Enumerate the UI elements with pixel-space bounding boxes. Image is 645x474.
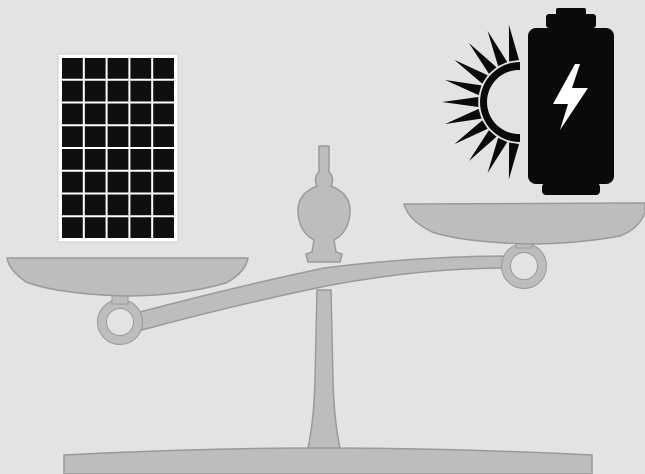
solar-cell — [85, 195, 106, 216]
solar-cell — [108, 81, 129, 102]
scale-right-pan — [404, 203, 645, 244]
solar-cell — [85, 58, 106, 79]
solar-cell — [85, 217, 106, 238]
solar-cell — [153, 81, 174, 102]
solar-cell — [153, 172, 174, 193]
sun-ray — [509, 143, 519, 180]
sun-ray — [445, 80, 481, 95]
solar-cell — [153, 149, 174, 170]
solar-cell — [108, 104, 129, 125]
sun-ray — [488, 31, 508, 66]
solar-cell — [130, 58, 151, 79]
solar-cell — [85, 149, 106, 170]
sun-ray — [509, 25, 519, 62]
solar-cell — [130, 172, 151, 193]
solar-cell — [153, 217, 174, 238]
solar-cell — [85, 104, 106, 125]
solar-cell — [108, 149, 129, 170]
scale-column — [308, 290, 340, 448]
solar-cell — [108, 58, 129, 79]
solar-cell — [62, 104, 83, 125]
sun-ray — [488, 138, 508, 173]
scale-left-ring — [102, 304, 138, 340]
solar-cell — [153, 126, 174, 147]
solar-cell — [62, 126, 83, 147]
solar-cell — [62, 149, 83, 170]
solar-cell — [108, 172, 129, 193]
sun-icon — [442, 25, 520, 179]
scale-left-pan — [7, 258, 248, 296]
solar-cell — [153, 195, 174, 216]
scale-finial — [298, 146, 350, 262]
solar-panel-icon — [58, 54, 178, 242]
solar-cell — [130, 195, 151, 216]
scale-right-ring — [506, 248, 542, 284]
solar-cell — [108, 195, 129, 216]
solar-cell — [85, 172, 106, 193]
battery-icon — [528, 8, 614, 195]
scale-base — [64, 448, 592, 474]
solar-cell — [62, 195, 83, 216]
solar-cell — [130, 149, 151, 170]
solar-cell — [85, 126, 106, 147]
solar-cell — [108, 217, 129, 238]
solar-cell — [85, 81, 106, 102]
solar-cell — [108, 126, 129, 147]
solar-cell — [62, 217, 83, 238]
solar-cell — [130, 104, 151, 125]
solar-cell — [62, 172, 83, 193]
solar-cell — [62, 81, 83, 102]
solar-cell — [153, 104, 174, 125]
sun-ray — [445, 109, 481, 124]
solar-cell — [130, 126, 151, 147]
solar-cell — [130, 217, 151, 238]
solar-cell — [130, 81, 151, 102]
sun-ray — [442, 97, 478, 107]
solar-cell — [153, 58, 174, 79]
solar-battery-icon — [442, 8, 614, 195]
solar-cell — [62, 58, 83, 79]
